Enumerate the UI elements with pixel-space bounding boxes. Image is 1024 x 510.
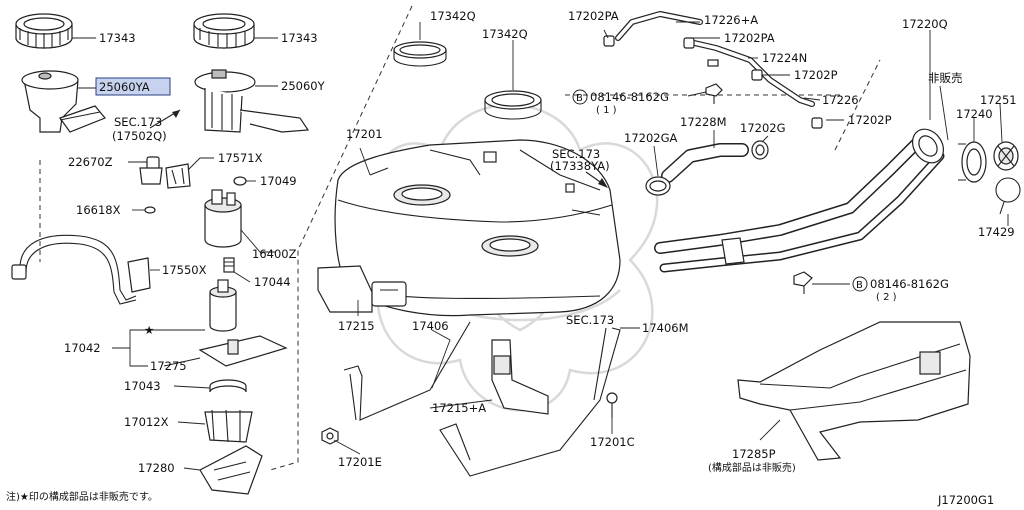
- label-17429: 17429: [978, 225, 1015, 239]
- tether-ring-17429: [995, 177, 1021, 215]
- bolt-mark-circle-2: [852, 276, 868, 292]
- hose-clamp-17202g: [751, 140, 769, 160]
- fuel-tank-protector-17285p: [737, 321, 971, 461]
- label-17202p-b: 17202P: [848, 113, 892, 127]
- label-16400z: 16400Z: [252, 247, 297, 261]
- filler-tube-17220q: [654, 128, 945, 273]
- pump-bracket-17275: [198, 335, 288, 367]
- label-17202ga: 17202GA: [624, 131, 677, 145]
- label-25060ya-highlight: [95, 77, 171, 96]
- label-17049: 17049: [260, 174, 297, 188]
- label-17202pa-b: 17202PA: [724, 31, 775, 45]
- label-08146-8162g-1-qty: ( 1 ): [596, 105, 617, 116]
- label-17285p-note: (構成部品は非販売): [708, 461, 796, 474]
- section-arrow-17502q: [149, 109, 181, 129]
- insulator-17215a: [491, 339, 549, 415]
- label-17012x: 17012X: [124, 415, 169, 429]
- gasket-17342q-upper: [393, 41, 447, 67]
- label-08146-8162g-1: 08146-8162G: [590, 90, 669, 104]
- label-22670z: 22670Z: [68, 155, 113, 169]
- filler-hose-17228m: [661, 143, 749, 183]
- bolt-17201c: [606, 392, 618, 418]
- label-17406: 17406: [412, 319, 449, 333]
- label-17215a: 17215+A: [432, 401, 486, 415]
- bolt-mark-circle-1: [572, 89, 588, 105]
- label-17043: 17043: [124, 379, 161, 393]
- label-17042: 17042: [64, 341, 101, 355]
- pressure-sensor-22670z: [139, 156, 163, 185]
- bolt-08146-8162g-1: [705, 59, 723, 104]
- label-17240: 17240: [956, 107, 993, 121]
- label-17343-right: 17343: [281, 31, 318, 45]
- label-25060ya[interactable]: 25060YA: [99, 80, 150, 94]
- label-17343-left: 17343: [99, 31, 136, 45]
- label-sec173-b-sub: (17338YA): [550, 159, 610, 173]
- fuel-level-sensor-25060ya: [21, 70, 106, 133]
- bolt-mark-2: B: [856, 280, 863, 291]
- label-17201c: 17201C: [590, 435, 635, 449]
- tank-band-17406m: [439, 327, 621, 477]
- label-17202p-a: 17202P: [794, 68, 838, 82]
- lock-ring-17343-right: [193, 13, 255, 49]
- label-17228m: 17228M: [680, 115, 727, 129]
- footer-note: 注)★印の構成部品は非販売です。: [6, 490, 158, 503]
- label-17224n: 17224N: [762, 51, 807, 65]
- fuel-cap-17251: [993, 141, 1019, 171]
- leader-lines: [72, 21, 1009, 471]
- fuel-hose-17550x: [11, 234, 151, 305]
- label-17342q-a: 17342Q: [430, 9, 476, 23]
- filter-strainer-17012x: [204, 409, 253, 443]
- label-17571x: 17571X: [218, 151, 263, 165]
- label-17226a: 17226+A: [704, 13, 758, 27]
- label-17220q: 17220Q: [902, 17, 948, 31]
- nut-17201e: [321, 427, 339, 445]
- heat-insulator-17215: [317, 265, 407, 313]
- label-17226: 17226: [822, 93, 859, 107]
- fuel-filter-16400z: [204, 189, 242, 248]
- o-ring-17049: [233, 176, 247, 186]
- label-17406m: 17406M: [642, 321, 689, 335]
- label-17550x: 17550X: [162, 263, 207, 277]
- label-17202pa-a: 17202PA: [568, 9, 619, 23]
- label-sec173-a-sub: (17502Q): [112, 129, 167, 143]
- bolt-mark-1: B: [576, 93, 583, 104]
- label-17280: 17280: [138, 461, 175, 475]
- label-17342q-b: 17342Q: [482, 27, 528, 41]
- tank-band-17406: [343, 321, 471, 421]
- label-17215: 17215: [338, 319, 375, 333]
- label-17202g: 17202G: [740, 121, 786, 135]
- fuel-pump-17042: [209, 279, 237, 332]
- label-25060y: 25060Y: [281, 79, 326, 93]
- label-17285p: 17285P: [732, 447, 776, 461]
- label-08146-8162g-2-qty: ( 2 ): [876, 292, 897, 303]
- label-16618x: 16618X: [76, 203, 121, 217]
- label-17201: 17201: [346, 127, 383, 141]
- diagram-code: J17200G1: [937, 493, 994, 507]
- star-mark: ★: [144, 323, 154, 337]
- hose-clamp-17202ga: [645, 176, 671, 196]
- relief-valve-17044: [223, 257, 235, 273]
- bracket-17571x: [165, 163, 191, 189]
- gasket-17342q-lower: [484, 90, 542, 120]
- lock-ring-17343-left: [15, 13, 73, 49]
- pump-retainer-17043: [209, 379, 247, 393]
- part-labels: 17343 17343 25060YA 25060Y SEC.173 (1750…: [6, 9, 1017, 507]
- label-17251: 17251: [980, 93, 1017, 107]
- fuel-sender-unit-25060y: [194, 69, 310, 133]
- label-not-sold: 非販売: [928, 71, 963, 85]
- label-sec173-a: SEC.173: [114, 115, 162, 129]
- label-sec173-c: SEC.173: [566, 313, 614, 327]
- filler-neck-17240: [958, 141, 987, 183]
- label-08146-8162g-2: 08146-8162G: [870, 277, 949, 291]
- section-arrow-17338ya: [585, 171, 608, 188]
- bolt-08146-8162g-2: [793, 271, 813, 294]
- o-ring-16618x: [144, 206, 156, 214]
- vent-tube-assembly: [603, 11, 823, 129]
- reservoir-cup-17280: [199, 445, 263, 495]
- label-17275: 17275: [150, 359, 187, 373]
- label-17201e: 17201E: [338, 455, 382, 469]
- label-17044: 17044: [254, 275, 291, 289]
- label-sec173-b: SEC.173: [552, 147, 600, 161]
